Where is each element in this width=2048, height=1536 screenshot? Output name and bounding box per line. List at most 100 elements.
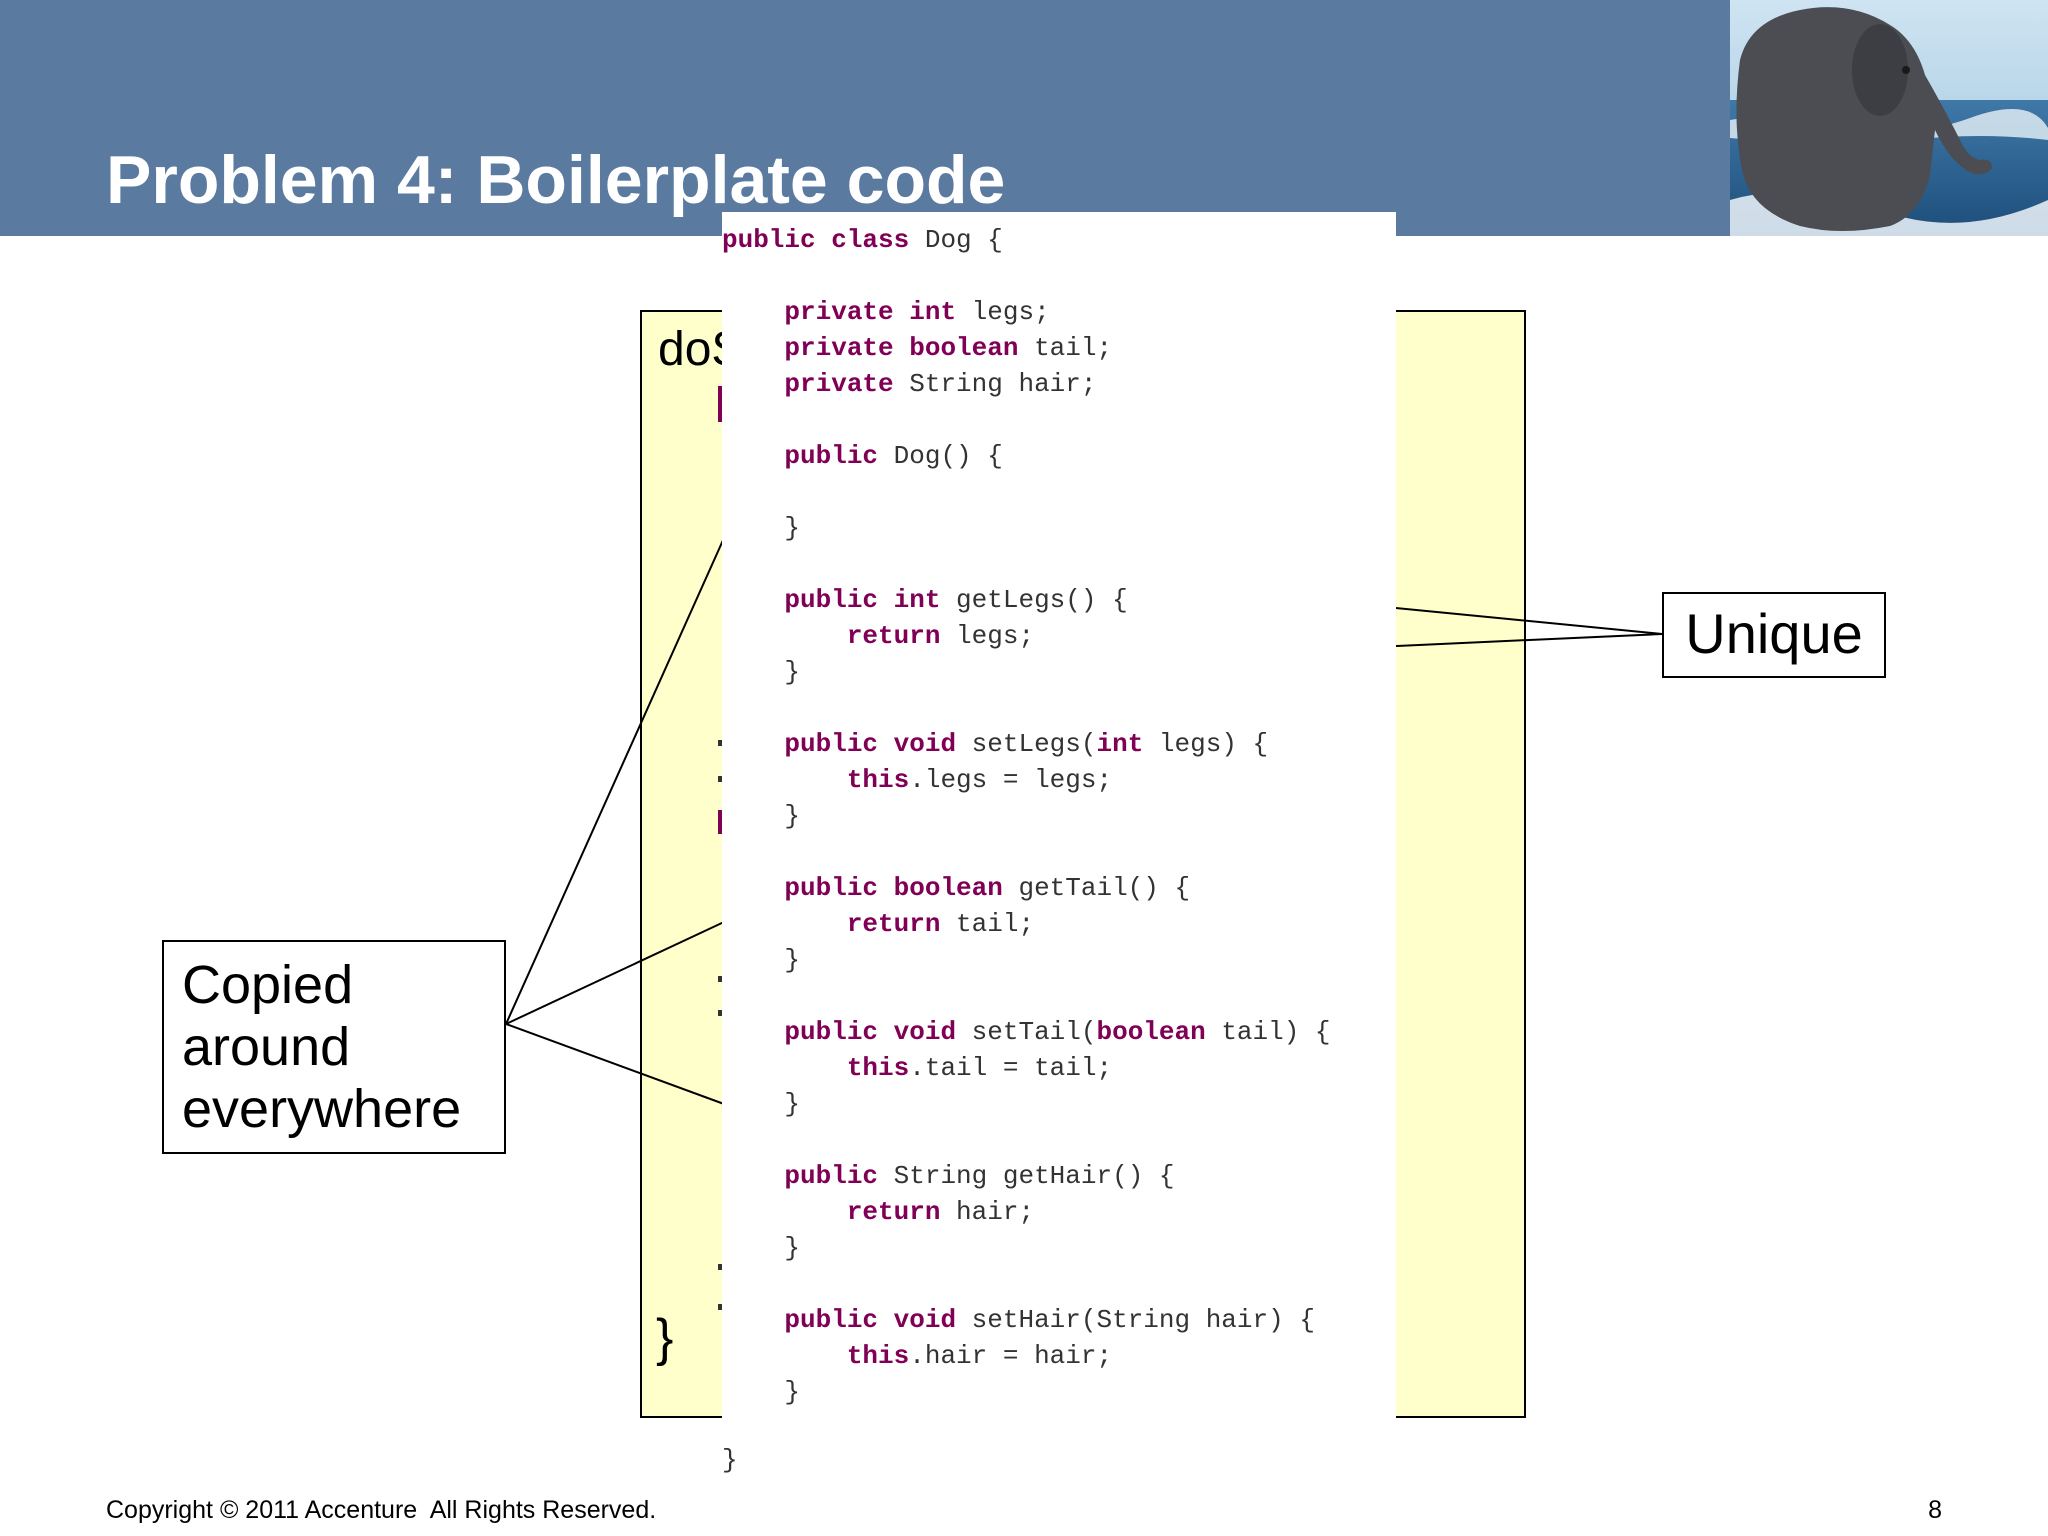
code-text: getTail() { bbox=[1002, 873, 1191, 903]
code-line: return tail; bbox=[722, 908, 1034, 940]
code-line: } bbox=[722, 944, 800, 976]
code-fragment-closing-brace: } bbox=[656, 1309, 674, 1367]
code-keyword: public class bbox=[722, 225, 910, 255]
code-text: setHair(String hair) { bbox=[956, 1305, 1315, 1335]
code-line: } bbox=[722, 1444, 738, 1476]
callout-line: everywhere bbox=[182, 1079, 462, 1139]
code-fragment-mark bbox=[718, 1264, 722, 1270]
code-text: Dog { bbox=[909, 225, 1003, 255]
code-text bbox=[722, 729, 784, 759]
code-text: legs) { bbox=[1143, 729, 1269, 759]
code-line: } bbox=[722, 1088, 800, 1120]
code-text bbox=[722, 1053, 847, 1083]
code-text bbox=[722, 1017, 784, 1047]
copied-around-everywhere-callout: Copied around everywhere bbox=[162, 940, 506, 1154]
code-line: } bbox=[722, 1232, 800, 1264]
code-text bbox=[722, 1197, 847, 1227]
code-keyword: return bbox=[846, 909, 941, 939]
code-keyword: public void bbox=[784, 729, 957, 759]
code-line: public void setTail(boolean tail) { bbox=[722, 1016, 1331, 1048]
unique-callout: Unique bbox=[1662, 592, 1886, 678]
code-text bbox=[722, 333, 784, 363]
code-text: } bbox=[722, 513, 801, 543]
code-line: } bbox=[722, 656, 800, 688]
code-text: } bbox=[722, 1233, 801, 1263]
title-bar bbox=[0, 0, 1730, 236]
code-line: public int getLegs() { bbox=[722, 584, 1128, 616]
code-line: } bbox=[722, 800, 800, 832]
code-keyword: private int bbox=[784, 297, 957, 327]
code-keyword: this bbox=[846, 765, 910, 795]
code-text bbox=[722, 873, 784, 903]
code-text: legs; bbox=[956, 297, 1050, 327]
footer-copyright: Copyright © 2011 Accenture All Rights Re… bbox=[106, 1496, 657, 1524]
code-text: } bbox=[722, 801, 801, 831]
code-text bbox=[722, 297, 784, 327]
code-keyword: this bbox=[846, 1053, 910, 1083]
code-line: private String hair; bbox=[722, 368, 1096, 400]
code-text: setLegs( bbox=[956, 729, 1097, 759]
code-keyword: boolean bbox=[1096, 1017, 1206, 1047]
code-text bbox=[722, 1341, 847, 1371]
code-keyword: private boolean bbox=[784, 333, 1019, 363]
code-keyword: public bbox=[784, 441, 879, 471]
code-line: public Dog() { bbox=[722, 440, 1003, 472]
code-line: public void setHair(String hair) { bbox=[722, 1304, 1315, 1336]
code-text: setTail( bbox=[956, 1017, 1097, 1047]
code-text: } bbox=[722, 1089, 801, 1119]
code-line: private boolean tail; bbox=[722, 332, 1112, 364]
code-text: } bbox=[722, 1445, 738, 1475]
code-text bbox=[722, 585, 784, 615]
code-keyword: public void bbox=[784, 1305, 957, 1335]
code-line: this.hair = hair; bbox=[722, 1340, 1112, 1372]
code-fragment-mark bbox=[718, 1304, 722, 1310]
code-line: } bbox=[722, 512, 800, 544]
code-text: String getHair() { bbox=[878, 1161, 1175, 1191]
code-line: this.tail = tail; bbox=[722, 1052, 1112, 1084]
code-text: String hair; bbox=[893, 369, 1097, 399]
code-line: public String getHair() { bbox=[722, 1160, 1175, 1192]
code-line: this.legs = legs; bbox=[722, 764, 1112, 796]
code-text bbox=[722, 909, 847, 939]
code-text: } bbox=[722, 945, 801, 975]
code-keyword: int bbox=[1096, 729, 1144, 759]
page-number: 8 bbox=[1928, 1496, 1942, 1524]
code-text: legs; bbox=[940, 621, 1035, 651]
code-keyword: return bbox=[846, 621, 941, 651]
code-text bbox=[722, 1161, 784, 1191]
code-text bbox=[722, 441, 784, 471]
code-text: tail) { bbox=[1205, 1017, 1331, 1047]
code-text bbox=[722, 621, 847, 651]
code-line: public void setLegs(int legs) { bbox=[722, 728, 1268, 760]
code-keyword: public void bbox=[784, 1017, 957, 1047]
code-text: .legs = legs; bbox=[909, 765, 1113, 795]
code-text: .tail = tail; bbox=[909, 1053, 1113, 1083]
code-keyword: public int bbox=[784, 585, 941, 615]
code-keyword: public boolean bbox=[784, 873, 1003, 903]
code-text: getLegs() { bbox=[940, 585, 1128, 615]
code-text: } bbox=[722, 657, 801, 687]
callout-line: around bbox=[182, 1017, 351, 1077]
code-keyword: public bbox=[784, 1161, 879, 1191]
code-text bbox=[722, 765, 847, 795]
code-text: Dog() { bbox=[878, 441, 1003, 471]
callout-line: Copied bbox=[182, 955, 354, 1015]
code-keyword: this bbox=[846, 1341, 910, 1371]
code-line: public boolean getTail() { bbox=[722, 872, 1190, 904]
code-line: return hair; bbox=[722, 1196, 1034, 1228]
dog-class-code: public class Dog { private int legs; pri… bbox=[722, 212, 1396, 1488]
code-text: hair; bbox=[940, 1197, 1035, 1227]
code-text: } bbox=[722, 1377, 801, 1407]
code-line: private int legs; bbox=[722, 296, 1050, 328]
code-text bbox=[722, 1305, 784, 1335]
code-line: public class Dog { bbox=[722, 224, 1003, 256]
code-fragment-mark bbox=[718, 386, 723, 422]
slide-title: Problem 4: Boilerplate code bbox=[106, 142, 1006, 218]
code-line: return legs; bbox=[722, 620, 1034, 652]
code-text bbox=[722, 369, 784, 399]
code-keyword: private bbox=[784, 369, 894, 399]
code-text: .hair = hair; bbox=[909, 1341, 1113, 1371]
elephant-photo bbox=[1730, 0, 2048, 236]
code-keyword: return bbox=[846, 1197, 941, 1227]
code-text: tail; bbox=[940, 909, 1035, 939]
